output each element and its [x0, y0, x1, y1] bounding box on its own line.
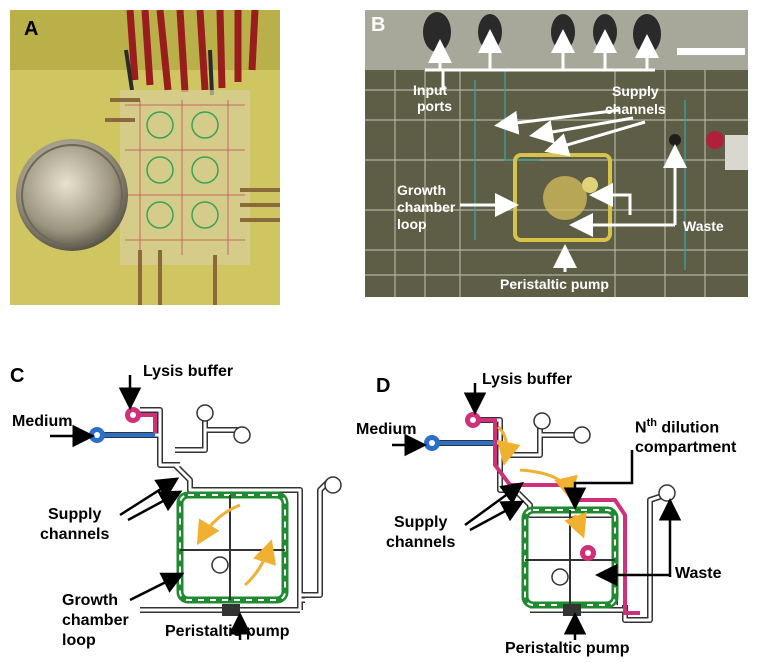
medium-port-icon [424, 435, 440, 451]
output-port-icon [573, 426, 591, 444]
label-growth-line1: Growth [397, 182, 446, 198]
d-label-nth-line2: compartment [635, 439, 737, 457]
label-growth-line3: loop [397, 216, 427, 232]
c-label-medium: Medium [12, 413, 73, 430]
panel-c-schematic [50, 375, 342, 640]
pump-valves [563, 604, 581, 616]
chip-photo-drawing [10, 10, 280, 305]
panel-c: C [0, 355, 370, 663]
medium-port-icon [89, 427, 105, 443]
d-label-nth-n: N [635, 419, 647, 437]
waste-port-icon [211, 556, 229, 574]
c-label-supply-line2: channels [40, 526, 110, 543]
coin [16, 139, 128, 251]
panel-d-schematic [392, 383, 682, 640]
d-label-supply: Supply channels [386, 513, 455, 553]
d-label-nth-line1: Nth dilution [635, 413, 736, 438]
red-tubing [126, 10, 259, 93]
panel-b-letter: B [371, 14, 386, 36]
output-port-icon [658, 484, 676, 502]
d-label-medium: Medium [356, 421, 417, 438]
panel-c-letter: C [10, 365, 25, 387]
panel-a-photo: A [10, 10, 280, 305]
panel-d-letter: D [376, 375, 391, 397]
c-label-growth: Growth chamber loop [62, 591, 129, 651]
d-label-lysis: Lysis buffer [482, 371, 573, 388]
label-growth-chamber: Growth chamber loop [397, 182, 455, 233]
d-label-pump: Peristaltic pump [505, 640, 630, 657]
d-label-waste: Waste [675, 565, 722, 582]
label-waste: Waste [683, 218, 724, 234]
label-peristaltic-pump: Peristaltic pump [500, 276, 609, 292]
lysis-port-icon [465, 412, 481, 428]
d-label-nth-sup: th [646, 417, 657, 429]
label-growth-line2: chamber [397, 199, 456, 215]
d-label-nth-dilution: Nth dilution compartment [635, 413, 736, 458]
d-label-supply-line2: channels [386, 534, 456, 551]
output-port-icon [196, 404, 214, 422]
c-label-supply: Supply channels [40, 505, 109, 545]
label-input-ports-line2: ports [417, 98, 452, 114]
panel-b-annotations [425, 29, 745, 272]
c-label-growth-line1: Growth [62, 592, 118, 609]
panel-d: D [356, 355, 758, 663]
c-label-lysis: Lysis buffer [143, 363, 234, 380]
d-label-supply-line1: Supply [394, 514, 448, 531]
label-supply-line1: Supply [612, 83, 659, 99]
c-label-pump: Peristaltic pump [165, 623, 290, 640]
label-input-ports: Input ports [413, 82, 452, 114]
c-label-supply-line1: Supply [48, 506, 102, 523]
label-input-ports-line1: Input [413, 82, 448, 98]
panel-b-photo: B Input ports Supply channels Growth cha… [365, 10, 748, 297]
output-port-icon [533, 412, 551, 430]
scale-bar [677, 48, 745, 55]
label-supply-channels: Supply channels [605, 82, 666, 118]
output-port-icon [233, 426, 251, 444]
output-port-icon [324, 476, 342, 494]
output-port-icon [551, 568, 569, 586]
panel-a-letter: A [24, 18, 39, 40]
pump-valves [222, 604, 240, 616]
label-supply-line2: channels [605, 101, 666, 117]
c-label-growth-line2: chamber [62, 612, 129, 629]
d-label-nth-dilution-word: dilution [661, 419, 720, 437]
c-label-growth-line3: loop [62, 632, 96, 649]
waste-port-icon [580, 545, 596, 561]
lysis-port-icon [125, 407, 141, 423]
